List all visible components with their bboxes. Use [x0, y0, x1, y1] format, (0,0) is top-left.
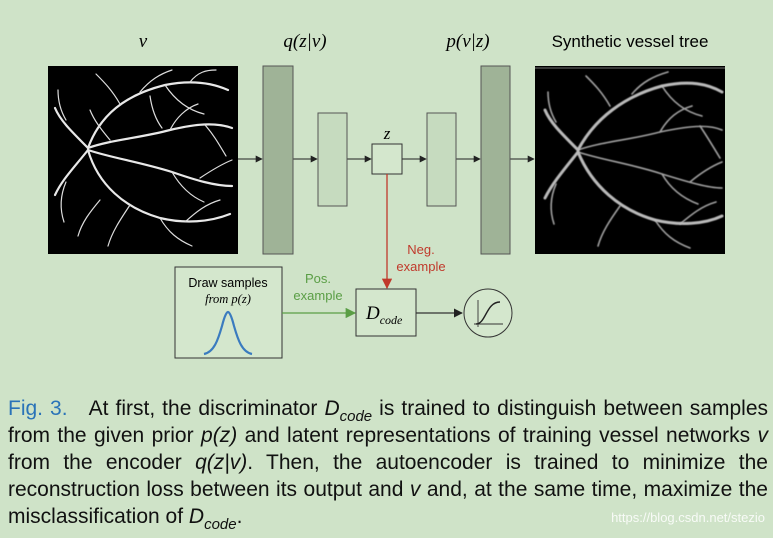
pos-example-label-2: example	[293, 288, 342, 303]
caption-v: v	[757, 424, 769, 447]
encoder-label: q(z|v)	[283, 31, 326, 52]
svg-text:Dcode: Dcode	[365, 303, 403, 327]
caption-text-7: .	[236, 505, 243, 528]
caption-text-6: and, at the same time, maximize the misc…	[8, 478, 768, 528]
caption-d-subscript: code	[339, 408, 373, 425]
input-vessel-image	[48, 66, 238, 254]
caption-d-symbol: D	[324, 397, 340, 420]
sigmoid-icon	[463, 288, 513, 338]
figure-caption: Fig. 3. At first, the discriminator Dcod…	[8, 395, 769, 533]
caption-qzv: q(z|v)	[195, 451, 248, 474]
neg-example-label-2: example	[396, 259, 445, 274]
decoder-label: p(v|z)	[444, 31, 489, 52]
prior-sampler-label-2: from p(z)	[205, 292, 251, 306]
caption-d-symbol-2: D	[188, 505, 205, 528]
discriminator-sub: code	[380, 313, 403, 327]
architecture-diagram: v q(z|v) p(v|z) Synthetic vessel tree	[48, 31, 725, 359]
latent-z-box	[371, 143, 403, 175]
synthetic-tree-label: Synthetic vessel tree	[552, 32, 709, 51]
encoder-block-small	[317, 112, 348, 207]
caption-text-1: At first, the discriminator	[88, 397, 325, 420]
caption-text-2: is trained to distinguish between sample…	[8, 397, 769, 447]
caption-v2: v	[409, 478, 421, 501]
synthetic-vessel-image	[535, 66, 725, 254]
prior-sampler-label-1: Draw samples	[188, 276, 267, 290]
discriminator-d: D	[365, 303, 380, 324]
decoder-block-small	[426, 112, 457, 207]
caption-text-3: and latent representations of training v…	[237, 424, 758, 447]
latent-z-label: z	[383, 124, 391, 143]
caption-pz: p(z)	[201, 424, 238, 447]
discriminator-box: Dcode	[355, 288, 417, 337]
watermark-url: https://blog.csdn.net/stezio	[611, 510, 765, 525]
caption-d-subscript-2: code	[204, 516, 237, 533]
pos-example-label-1: Pos.	[305, 271, 331, 286]
caption-figure-number: Fig. 3.	[8, 397, 68, 420]
caption-text-4: from the encoder	[8, 451, 196, 474]
input-v-label: v	[139, 31, 148, 52]
decoder-block-large	[480, 65, 511, 255]
caption-text-5: . Then, the autoencoder is trained to mi…	[8, 451, 768, 501]
gaussian-curve-icon	[203, 310, 253, 356]
prior-sampler-box: Draw samples from p(z)	[174, 266, 283, 359]
encoder-block-large	[262, 65, 294, 255]
neg-example-label-1: Neg.	[407, 242, 434, 257]
